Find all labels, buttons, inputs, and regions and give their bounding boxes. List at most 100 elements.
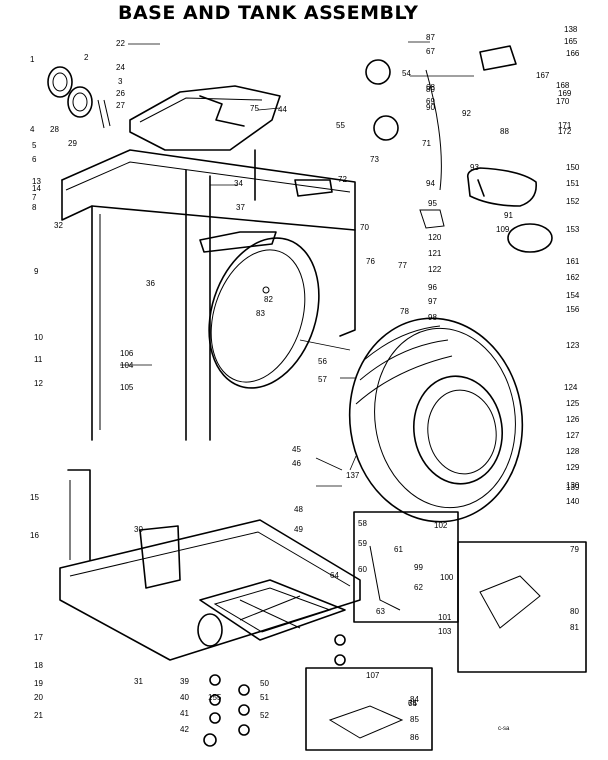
part-label: 122 [428, 265, 442, 274]
part-label: 101 [438, 613, 452, 622]
part-label: 73 [370, 155, 379, 164]
part-label: 7 [32, 193, 37, 202]
part-label: 153 [566, 225, 580, 234]
part-label: 100 [440, 573, 454, 582]
part-label: 82 [264, 295, 273, 304]
part-label: 57 [318, 375, 327, 384]
part-label: 140 [566, 497, 580, 506]
part-label: 88 [500, 127, 509, 136]
part-label: 40 [180, 693, 189, 702]
top-cover [129, 85, 281, 151]
part-label: 85 [410, 715, 419, 724]
part-label: 78 [400, 307, 409, 316]
base-frame [59, 519, 361, 661]
part-label: 63 [376, 607, 385, 616]
part-label: 10 [34, 333, 43, 342]
part-label: 69 [426, 97, 435, 106]
part-label: 52 [260, 711, 269, 720]
figure-code: c-sa [498, 726, 510, 732]
part-label: 129 [566, 463, 580, 472]
part-label: 166 [566, 49, 580, 58]
part-label: 4 [30, 125, 35, 134]
part-label: 162 [566, 273, 580, 282]
part-label: 59 [358, 539, 367, 548]
part-label: 165 [564, 37, 578, 46]
part-label: 123 [566, 341, 580, 350]
part-label: 2 [84, 53, 89, 62]
part-label: 26 [116, 89, 125, 98]
part-label: 125 [566, 399, 580, 408]
part-label: 98 [428, 313, 437, 322]
part-label: 154 [566, 291, 580, 300]
part-label: 130 [566, 481, 580, 490]
part-label: 91 [504, 211, 513, 220]
part-label: 171 [558, 121, 572, 130]
part-label: 60 [358, 565, 367, 574]
part-label: 90 [426, 103, 435, 112]
part-label: 150 [566, 163, 580, 172]
part-label: 49 [294, 525, 303, 534]
part-label: 89 [426, 85, 435, 94]
part-label: 86 [410, 733, 419, 742]
part-label: 6 [32, 155, 37, 164]
part-label: 28 [50, 125, 59, 134]
part-label: 77 [398, 261, 407, 270]
diagram-title: BASE AND TANK ASSEMBLY [118, 2, 419, 24]
part-label: 87 [426, 33, 435, 42]
part-label: 65 [408, 699, 417, 708]
pump-assembly [365, 45, 553, 253]
part-label: 169 [558, 89, 572, 98]
part-label: 20 [34, 693, 43, 702]
part-label: 61 [394, 545, 403, 554]
part-label: 64 [330, 571, 339, 580]
part-label: 29 [68, 139, 77, 148]
part-label: 16 [30, 531, 39, 540]
part-label: 105 [120, 383, 134, 392]
part-label: 39 [180, 677, 189, 686]
part-label: 152 [566, 197, 580, 206]
part-label: 83 [256, 309, 265, 318]
part-label: 50 [260, 679, 269, 688]
part-label: 137 [346, 471, 360, 480]
part-label: 55 [336, 121, 345, 130]
part-label: 44 [278, 105, 287, 114]
upper-left-parts [47, 66, 111, 129]
part-label: 172 [558, 127, 572, 136]
tub [348, 317, 524, 523]
part-label: 8 [32, 203, 37, 212]
part-label: 104 [120, 361, 134, 370]
part-label: 31 [134, 677, 143, 686]
part-label: 21 [34, 711, 43, 720]
part-label: 19 [34, 679, 43, 688]
part-label: 18 [34, 661, 43, 670]
part-label: 51 [260, 693, 269, 702]
part-label: 14 [32, 184, 41, 193]
hardware-column [203, 634, 346, 747]
part-label: 161 [566, 257, 580, 266]
part-label: 9 [34, 267, 39, 276]
part-label: 48 [294, 505, 303, 514]
part-label: 72 [338, 175, 347, 184]
part-label: 94 [426, 179, 435, 188]
part-label: 15 [30, 493, 39, 502]
part-label: 170 [556, 97, 570, 106]
tub-back-panel [208, 237, 320, 389]
part-label: 76 [366, 257, 375, 266]
part-label: 62 [414, 583, 423, 592]
part-label: 138 [564, 25, 578, 34]
part-label: 3 [118, 77, 123, 86]
leader-lines [120, 41, 474, 487]
part-label: 5 [32, 141, 37, 150]
part-label: 42 [180, 725, 189, 734]
part-label: 79 [570, 545, 579, 554]
part-label: 56 [318, 357, 327, 366]
part-label: 67 [426, 47, 435, 56]
part-label: 92 [462, 109, 471, 118]
part-label: 96 [428, 283, 437, 292]
part-label: 12 [34, 379, 43, 388]
part-label: 106 [120, 349, 134, 358]
part-label: 167 [536, 71, 550, 80]
part-label: 109 [496, 225, 510, 234]
part-label: 156 [566, 305, 580, 314]
